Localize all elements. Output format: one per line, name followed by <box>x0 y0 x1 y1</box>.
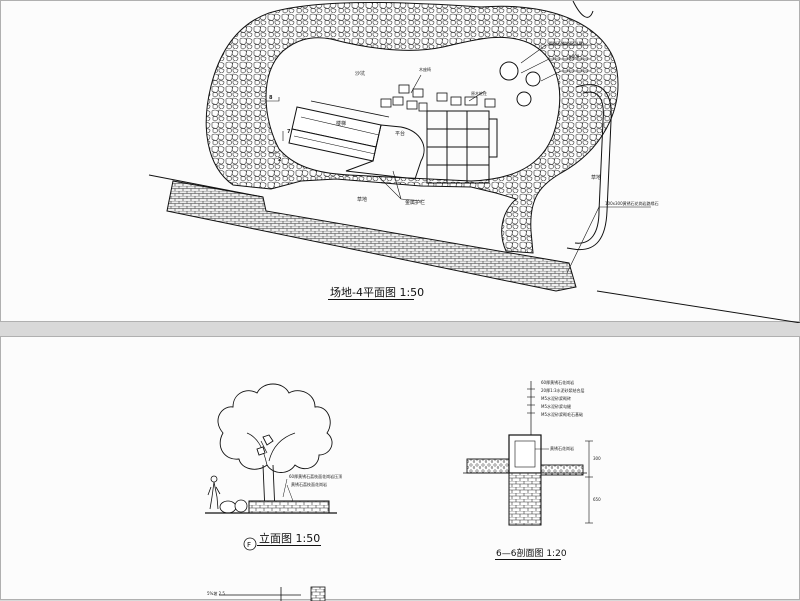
elevation-leaders <box>282 478 294 502</box>
section-scale: 1:20 <box>546 549 567 559</box>
wood-seat-blocks <box>380 84 496 112</box>
label-wood-seat: 木座椅 <box>419 66 431 72</box>
site-plan-drawing: 沙坑 楼梯 平台 草地 草地 金属护栏 木座椅 原木桩柱 鹅卵石铺地面层(厚) … <box>148 1 800 323</box>
section-paving-left <box>466 458 510 474</box>
section-brick-wall <box>508 472 542 526</box>
elevation-wall <box>248 500 330 514</box>
label-sandpit: 沙坑 <box>355 70 365 77</box>
section-note-3: M5水泥砂浆砌砖 <box>541 395 571 401</box>
plan-title-text: 场地-4平面图 <box>330 286 396 299</box>
tile-grid <box>426 110 498 184</box>
detail-sheet: 60厚黄锈石荔枝面花岗岩压顶 黄锈石荔枝面花岗岩 F 60厚黄锈石花岗岩 20厚… <box>0 336 800 601</box>
note-top: 鹅卵石铺地面层(厚) <box>549 40 585 46</box>
label-lawn-right: 草地 <box>591 174 601 181</box>
label-log-pile: 原木桩柱 <box>471 90 487 96</box>
ground-line-left <box>148 174 264 198</box>
label-platform: 平台 <box>395 130 405 137</box>
section-note-5: M5水泥砂浆砌毛石基础 <box>541 411 583 417</box>
leader-lines <box>261 44 651 274</box>
label-metal-rail: 金属护栏 <box>405 199 425 206</box>
marker-7: 7 <box>287 129 291 135</box>
section-title-text: 6—6剖面图 <box>496 549 544 559</box>
elevation-title-text: 立面图 <box>259 532 292 545</box>
log-pile-1 <box>499 61 519 81</box>
section-title: 6—6剖面图 1:20 <box>496 546 567 559</box>
elevation-note-2: 黄锈石荔枝面花岗岩 <box>291 481 327 487</box>
log-pile-3 <box>516 91 532 107</box>
brick-retaining-wall <box>166 180 577 292</box>
elevation-marker-circle <box>243 537 257 551</box>
label-lawn: 草地 <box>357 196 367 203</box>
plan-sheet: 沙坑 楼梯 平台 草地 草地 金属护栏 木座椅 原木桩柱 鹅卵石铺地面层(厚) … <box>0 0 800 323</box>
tree-elevation <box>217 383 333 513</box>
section-note-1: 60厚黄锈石花岗岩 <box>541 379 574 385</box>
section-dim-2: 650 <box>593 497 601 502</box>
section-note-2: 20厚1:3水泥砂浆结合层 <box>541 387 585 393</box>
tree-branches <box>246 432 296 466</box>
plan-scale: 1:50 <box>399 286 425 299</box>
plan-title-underline <box>328 299 414 300</box>
curb-path-inner <box>574 91 604 244</box>
note-curb: 100x300黄锈石花岗岩路缘石 <box>605 200 659 206</box>
marker-2: 2 <box>278 157 282 163</box>
section-note-4: M5水泥砂浆勾缝 <box>541 403 571 409</box>
ground-line-bottom <box>596 290 800 323</box>
plan-title: 场地-4平面图 1:50 <box>330 284 424 300</box>
stairs <box>288 100 390 162</box>
tree-canopy <box>217 383 333 473</box>
log-pile-2 <box>525 71 541 87</box>
section-drawing <box>463 381 593 526</box>
section-paving-right <box>540 464 584 476</box>
elevation-marker: F <box>247 541 251 549</box>
curb-path <box>566 84 612 251</box>
elevation-scale: 1:50 <box>295 532 321 545</box>
section-side-note: 黄锈石花岗岩 <box>550 445 574 451</box>
shrubs <box>219 499 248 514</box>
elevation-title: 立面图 1:50 <box>259 530 320 546</box>
section-title-underline <box>495 559 561 560</box>
detail-drawings: 60厚黄锈石荔枝面花岗岩压顶 黄锈石荔枝面花岗岩 F 60厚黄锈石花岗岩 20厚… <box>205 379 601 601</box>
note-mid: φ300 <box>569 54 580 59</box>
elevation-title-underline <box>257 545 321 546</box>
platform-curve <box>345 124 425 180</box>
marker-8: 8 <box>269 95 273 101</box>
next-drawing-partial <box>219 586 326 601</box>
elevation-note-1: 60厚黄锈石荔枝面花岗岩压顶 <box>289 473 342 479</box>
person-figure <box>207 475 221 510</box>
top-right-arc <box>572 1 594 18</box>
section-dim-1: 300 <box>593 456 601 461</box>
label-stairs: 楼梯 <box>336 120 346 127</box>
cobble-paving-ring <box>205 2 619 254</box>
next-drawing-note: 5%坡 2.5 <box>207 590 225 596</box>
